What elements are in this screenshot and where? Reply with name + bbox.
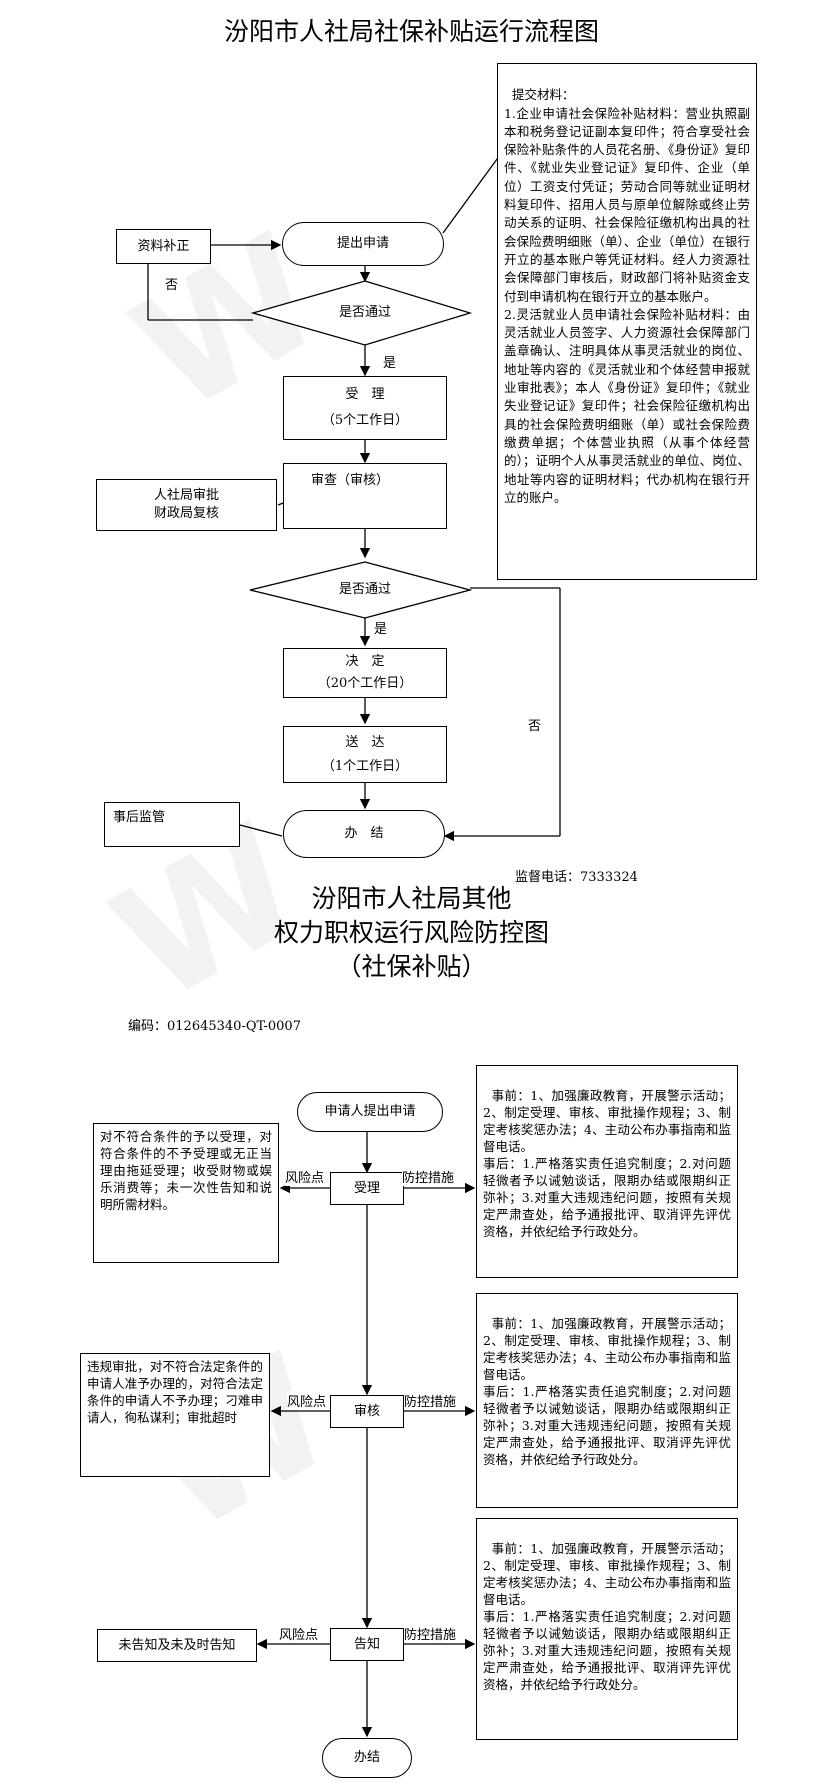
materials-box: 提交材料： 1.企业申请社会保险补贴材料：营业执照副本和税务登记证副本复印件；符… <box>497 63 757 580</box>
step2-node: 审核 <box>330 1395 404 1428</box>
decision2-label: 是否通过 <box>300 580 430 600</box>
accept-label: 受 理 <box>345 387 385 402</box>
risk-title-line2: 权力职权运行风险防控图 <box>273 918 549 947</box>
submit-label: 提出申请 <box>336 236 389 251</box>
control-label-3: 防控措施 <box>404 1624 457 1643</box>
deliver-days: （1个工作日） <box>321 758 409 774</box>
hotline: 监督电话：7333324 <box>515 870 638 885</box>
risk-label-2: 风险点 <box>287 1391 327 1410</box>
risk1-text: 对不符合条件的予以受理，对符合条件的不予受理或无正当理由拖延受理；收受财物或娱乐… <box>100 1129 272 1212</box>
start-node: 申请人提出申请 <box>297 1092 443 1132</box>
deliver-label: 送 达 <box>345 734 385 750</box>
review-label: 审查（审核） <box>310 473 389 488</box>
review-node: 审查（审核） <box>283 463 447 529</box>
step1-node: 受理 <box>330 1172 404 1205</box>
post-supervise-label: 事后监管 <box>113 810 166 825</box>
yes-label-1: 是 <box>383 352 397 371</box>
start-label: 申请人提出申请 <box>324 1104 416 1119</box>
control3-text: 事前：1、加强廉政教育，开展警示活动；2、制定受理、审核、审批操作规程；3、制定… <box>483 1541 731 1692</box>
yes-label-2: 是 <box>374 618 388 637</box>
risk-label-1: 风险点 <box>285 1167 325 1186</box>
control3-box: 事前：1、加强廉政教育，开展警示活动；2、制定受理、审核、审批操作规程；3、制定… <box>476 1518 738 1740</box>
materials-text: 提交材料： 1.企业申请社会保险补贴材料：营业执照副本和税务登记证副本复印件；符… <box>504 87 750 505</box>
no-label-1: 否 <box>165 274 179 293</box>
end-label: 办结 <box>353 1750 380 1765</box>
decision2-text: 是否通过 <box>338 582 391 597</box>
accept-node: 受 理 （5个工作日） <box>283 376 447 440</box>
risk2-text: 违规审批，对不符合法定条件的申请人准予办理的，对符合法定条件的申请人不予办理；刁… <box>87 1359 263 1425</box>
risk-title-line1: 汾阳市人社局其他 <box>311 884 512 913</box>
decide-node: 决 定 （20个工作日） <box>283 648 447 698</box>
risk2-box: 违规审批，对不符合法定条件的申请人准予办理的，对符合法定条件的申请人不予办理；刁… <box>80 1353 270 1477</box>
review-note: 人社局审批 财政局复核 <box>96 479 277 531</box>
doc-code: 编码：012645340-QT-0007 <box>128 1019 301 1034</box>
no-label-2: 否 <box>528 715 542 734</box>
accept-days: （5个工作日） <box>321 413 409 428</box>
step1-label: 受理 <box>353 1180 380 1196</box>
risk-title-line3: （社保补贴） <box>336 952 487 981</box>
decision1-text: 是否通过 <box>338 305 391 320</box>
risk1-box: 对不符合条件的予以受理，对符合条件的不予受理或无正当理由拖延受理；收受财物或娱乐… <box>93 1123 279 1263</box>
page-title: 汾阳市人社局社保补贴运行流程图 <box>223 17 599 46</box>
control-label-2: 防控措施 <box>404 1391 457 1410</box>
supplement-box: 资料补正 <box>116 229 211 264</box>
control1-text: 事前：1、加强廉政教育，开展警示活动；2、制定受理、审核、审批操作规程；3、制定… <box>483 1088 731 1239</box>
risk3-box: 未告知及未及时告知 <box>97 1629 257 1662</box>
submit-node: 提出申请 <box>282 222 444 266</box>
step3-label: 告知 <box>353 1636 380 1652</box>
control1-box: 事前：1、加强廉政教育，开展警示活动；2、制定受理、审核、审批操作规程；3、制定… <box>476 1065 738 1278</box>
control2-text: 事前：1、加强廉政教育，开展警示活动；2、制定受理、审核、审批操作规程；3、制定… <box>483 1316 731 1467</box>
review-note-line2: 财政局复核 <box>153 506 219 521</box>
finish-node: 办 结 <box>283 810 445 858</box>
deliver-node: 送 达 （1个工作日） <box>283 726 447 783</box>
finish-label: 办 结 <box>344 826 384 841</box>
risk-title: 汾阳市人社局其他 权力职权运行风险防控图 （社保补贴） <box>0 882 823 984</box>
decision1-label: 是否通过 <box>300 303 430 323</box>
decide-days: （20个工作日） <box>317 676 413 691</box>
control-label-1: 防控措施 <box>402 1167 455 1186</box>
risk-label-3: 风险点 <box>279 1624 319 1643</box>
post-supervise-box: 事后监管 <box>104 802 240 847</box>
risk3-text: 未告知及未及时告知 <box>118 1637 236 1653</box>
supplement-label: 资料补正 <box>137 238 190 254</box>
end-node: 办结 <box>322 1738 412 1778</box>
control2-box: 事前：1、加强廉政教育，开展警示活动；2、制定受理、审核、审批操作规程；3、制定… <box>476 1293 738 1508</box>
step3-node: 告知 <box>330 1628 404 1661</box>
step2-label: 审核 <box>353 1403 380 1419</box>
decide-label: 决 定 <box>345 654 385 669</box>
review-note-line1: 人社局审批 <box>153 488 219 503</box>
